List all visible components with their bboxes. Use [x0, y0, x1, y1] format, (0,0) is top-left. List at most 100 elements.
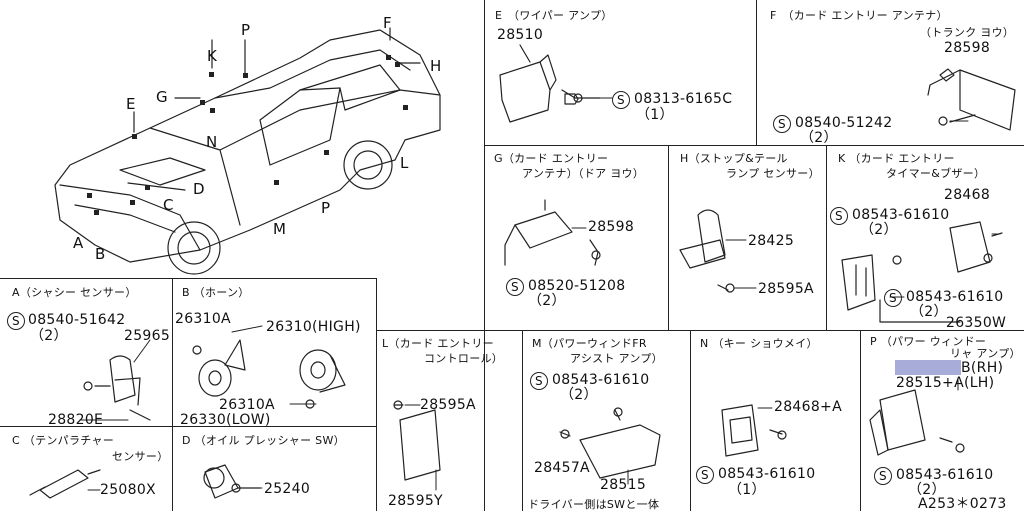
car-label-m: M — [273, 220, 287, 238]
trunk-antenna-drawing — [927, 68, 1016, 131]
panel-e-title: E （ワイパー アンプ） — [495, 9, 613, 22]
panel-f-title: F （カード エントリー アンテナ） — [770, 9, 948, 22]
screw-symbol: S — [884, 289, 902, 307]
panel-e-part: 28510 — [497, 27, 544, 43]
panel-p-title: P （パワー ウィンドー — [870, 335, 987, 348]
panel-k-qty1: （2） — [860, 222, 898, 238]
panel-e-screw: 08313-6165C — [634, 91, 733, 107]
panel-l-title2: コントロール） — [424, 352, 504, 365]
panel-n-title: N （キー ショウメイ） — [700, 337, 818, 350]
panel-b-part2: 26310(HIGH) — [266, 319, 361, 335]
panel-a-qty: （2） — [30, 328, 68, 344]
car-label-k: K — [207, 47, 218, 65]
screw-symbol: S — [874, 467, 892, 485]
panel-m-part1: 28457A — [534, 460, 590, 476]
panel-k-title2: タイマー&ブザー） — [886, 167, 986, 180]
screw-symbol: S — [612, 91, 630, 109]
panel-a-screw: 08540-51642 — [28, 312, 126, 328]
divider — [690, 330, 691, 511]
divider — [668, 146, 669, 330]
car-label-h: H — [430, 57, 442, 75]
horn-drawing — [198, 339, 346, 397]
panel-k-qty2: （2） — [910, 304, 948, 320]
panel-k-screw2: 08543-61610 — [906, 289, 1004, 305]
divider — [484, 0, 485, 511]
key-light-drawing — [721, 404, 783, 457]
panel-b-part4: 26330(LOW) — [180, 412, 271, 428]
panel-g-screw: 08520-51208 — [528, 278, 626, 294]
divider — [0, 278, 377, 279]
panel-b-title: B （ホーン） — [182, 286, 250, 299]
stop-lamp-sensor-drawing — [679, 209, 729, 291]
location-markers — [87, 55, 408, 215]
car-label-g: G — [156, 88, 168, 106]
panel-n-screw: 08543-61610 — [718, 466, 816, 482]
car-label-a: A — [73, 234, 84, 252]
highlight-mark — [895, 360, 961, 375]
car-label-f: F — [383, 14, 392, 32]
divider — [172, 278, 173, 511]
divider — [484, 145, 1024, 146]
timer-buzzer-drawing — [841, 221, 1003, 323]
screw-symbol: S — [7, 312, 25, 330]
panel-f-qty: （2） — [800, 130, 838, 146]
panel-b-part1: 26310A — [175, 311, 231, 327]
diagram-code: A253＊0273 — [918, 496, 1007, 512]
panel-n-qty: （1） — [728, 482, 766, 498]
panel-e-qty: （1） — [636, 107, 674, 123]
panel-f-screw: 08540-51242 — [795, 115, 893, 131]
chassis-sensor-drawing — [94, 355, 151, 421]
divider — [0, 426, 377, 427]
panel-c-part: 25080X — [100, 482, 156, 498]
panel-h-part2: 28595A — [758, 281, 814, 297]
panel-n-part: 28468+A — [774, 399, 842, 415]
temp-sensor-drawing — [29, 469, 101, 499]
panel-h-part: 28425 — [748, 233, 795, 249]
oil-switch-drawing — [203, 464, 261, 499]
divider — [522, 330, 523, 511]
panel-p-part1: B(RH) — [961, 360, 1004, 376]
panel-m-note: ドライバー側はSWと一体 — [528, 498, 660, 511]
panel-f-part: 28598 — [944, 40, 991, 56]
panel-p-qty: （2） — [908, 482, 946, 498]
panel-b-part3: 26310A — [219, 397, 275, 413]
panel-p-title2: リャ アンプ） — [950, 347, 1021, 360]
panel-d-part: 25240 — [264, 481, 311, 497]
screw-symbol: S — [773, 115, 791, 133]
car-label-c: C — [163, 196, 174, 214]
panel-h-title: H（ストップ&テール — [680, 152, 788, 165]
divider — [376, 330, 1024, 331]
screw-symbol: S — [530, 372, 548, 390]
panel-g-qty: （2） — [528, 293, 566, 309]
panel-l-part2: 28595Y — [388, 493, 443, 509]
panel-a-title: A（シャシー センサー） — [12, 286, 137, 299]
car-label-p-door: P — [321, 199, 331, 217]
panel-h-title2: ランプ センサー） — [726, 167, 820, 180]
wiper-amp-drawing — [499, 44, 601, 123]
panel-g-title: G（カード エントリー — [494, 152, 609, 165]
panel-k-screw1: 08543-61610 — [852, 207, 950, 223]
card-control-drawing — [394, 404, 441, 481]
panel-c-title: C （テンパラチャー — [12, 434, 115, 447]
panel-l-part1: 28595A — [420, 397, 476, 413]
divider — [860, 330, 861, 511]
screw-symbol: S — [696, 466, 714, 484]
panel-k-part: 28468 — [944, 187, 991, 203]
panel-k-part2: 26350W — [946, 315, 1007, 331]
divider — [756, 0, 757, 146]
panel-l-title: L（カード エントリー — [382, 337, 494, 350]
panel-a-part1: 25965 — [124, 328, 171, 344]
panel-m-qty: （2） — [560, 387, 598, 403]
panel-m-title2: アシスト アンプ） — [570, 352, 663, 365]
rear-amp-drawing — [869, 389, 953, 456]
panel-f-title2: （トランク ヨウ） — [920, 26, 1015, 39]
panel-a-part2: 28820E — [48, 412, 104, 428]
car-label-l: L — [400, 154, 409, 172]
car-label-e: E — [126, 95, 136, 113]
car-label-b: B — [95, 245, 106, 263]
car-label-p-roof: P — [241, 21, 251, 39]
panel-d-title: D （オイル プレッシャー SW） — [182, 434, 345, 447]
screw-symbol: S — [506, 278, 524, 296]
